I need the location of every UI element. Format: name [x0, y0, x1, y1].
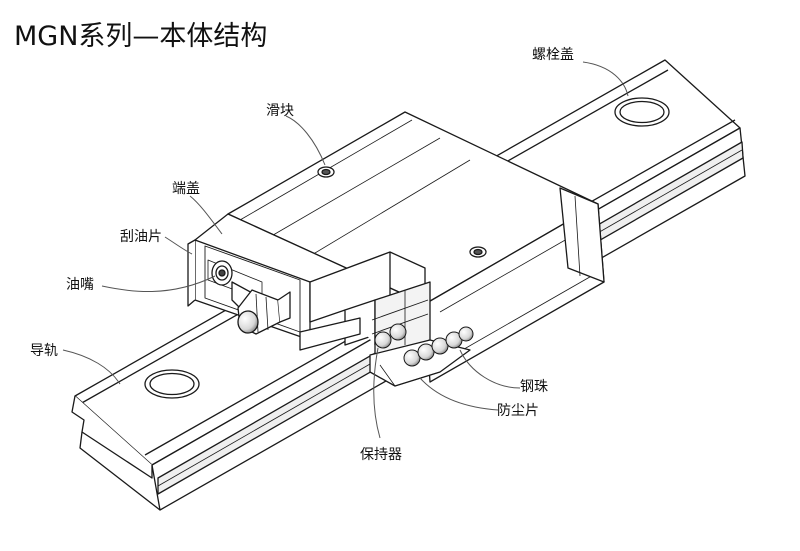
- diagram-title: MGN系列—本体结构: [14, 21, 268, 52]
- label-end-cap: 端盖: [172, 181, 200, 197]
- steel-balls: [374, 323, 474, 367]
- label-bolt-cap: 螺栓盖: [532, 47, 574, 63]
- label-slider: 滑块: [266, 103, 294, 119]
- leader-steel-ball: [459, 349, 521, 389]
- rail-hole-back: [614, 97, 670, 127]
- leader-grease-nipple: [101, 275, 216, 293]
- grease-nipple: [211, 260, 291, 335]
- rail-hole-front: [144, 369, 200, 399]
- leader-lines: [62, 61, 629, 439]
- leader-end-cap: [189, 195, 223, 235]
- leader-slider: [285, 115, 326, 166]
- label-grease-nipple: 油嘴: [66, 277, 94, 293]
- leader-rail: [62, 349, 121, 385]
- label-retainer: 保持器: [360, 447, 402, 463]
- label-steel-ball: 钢珠: [520, 379, 548, 395]
- label-dust-seal: 防尘片: [497, 403, 539, 419]
- leader-dust-seal: [419, 377, 499, 411]
- leader-retainer: [373, 347, 381, 439]
- leader-bolt-cap: [582, 61, 629, 97]
- slider-block: [187, 111, 605, 387]
- leader-scraper: [164, 236, 193, 255]
- label-rail: 导轨: [30, 343, 58, 359]
- label-scraper: 刮油片: [120, 229, 162, 245]
